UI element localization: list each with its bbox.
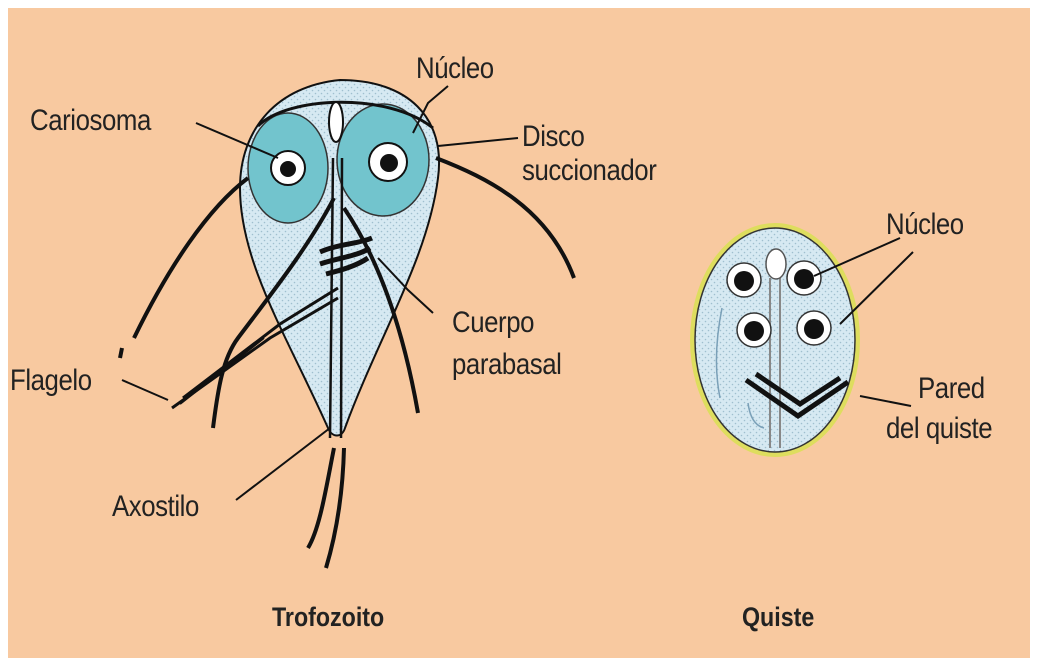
label-cariosoma: Cariosoma — [30, 104, 151, 138]
label-cuerpo: Cuerpo — [452, 306, 534, 340]
label-flagelo: Flagelo — [10, 364, 92, 398]
label-succionador: succionador — [522, 154, 656, 188]
karyosome-right — [380, 154, 398, 172]
karyosome-left — [280, 161, 296, 177]
label-parabasal: parabasal — [452, 348, 561, 382]
diagram-frame: Cariosoma Núcleo Disco succionador Cuerp… — [8, 8, 1030, 658]
caption-trofozoito: Trofozoito — [272, 602, 384, 633]
label-del-quiste: del quiste — [886, 412, 992, 446]
caption-quiste: Quiste — [742, 602, 814, 633]
label-nucleo-trofozoito: Núcleo — [416, 52, 494, 86]
cyst — [690, 223, 913, 457]
label-pared: Pared — [918, 372, 985, 406]
label-axostilo: Axostilo — [112, 490, 199, 524]
label-nucleo-quiste: Núcleo — [886, 208, 964, 242]
label-disco: Disco — [522, 120, 584, 154]
